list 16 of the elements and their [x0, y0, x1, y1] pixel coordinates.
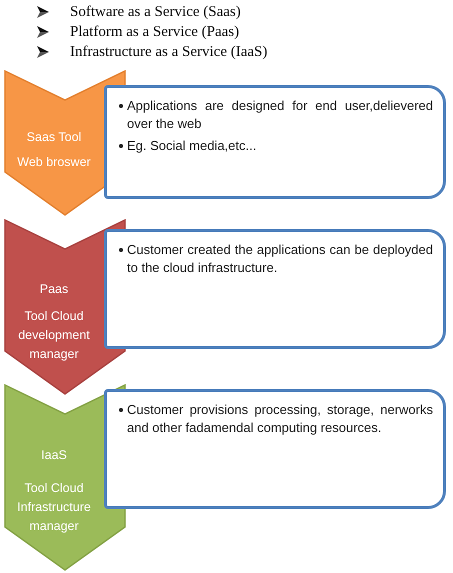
bullet-text: Customer provisions processing, storage, nerworks and other fadamendal computing resources. — [127, 401, 433, 437]
bullet-text: Applications are designed for end user,delievered over the web — [127, 97, 433, 133]
list-item-text: Infrastructure as a Service (IaaS) — [70, 43, 268, 61]
description-box — [104, 85, 446, 199]
bullet-text: Eg. Social media,etc... — [127, 137, 258, 155]
chevron-label: Tool Cloud Infrastructure manager — [16, 480, 92, 535]
list-item-text: Platform as a Service (Paas) — [70, 23, 240, 41]
chevron-label: Tool Cloud development manager — [17, 308, 91, 363]
description-box — [104, 389, 446, 509]
chevron-label: IaaS — [41, 447, 67, 464]
chevron-label: Web broswer — [17, 154, 91, 171]
bullet-text: Customer created the applications can be deployded to the cloud infrastructure. — [127, 241, 433, 277]
chevron-label: Paas — [40, 281, 68, 298]
chevron-label: Saas Tool — [26, 129, 82, 146]
list-item-text: Software as a Service (Saas) — [70, 3, 241, 21]
description-box — [104, 229, 446, 349]
